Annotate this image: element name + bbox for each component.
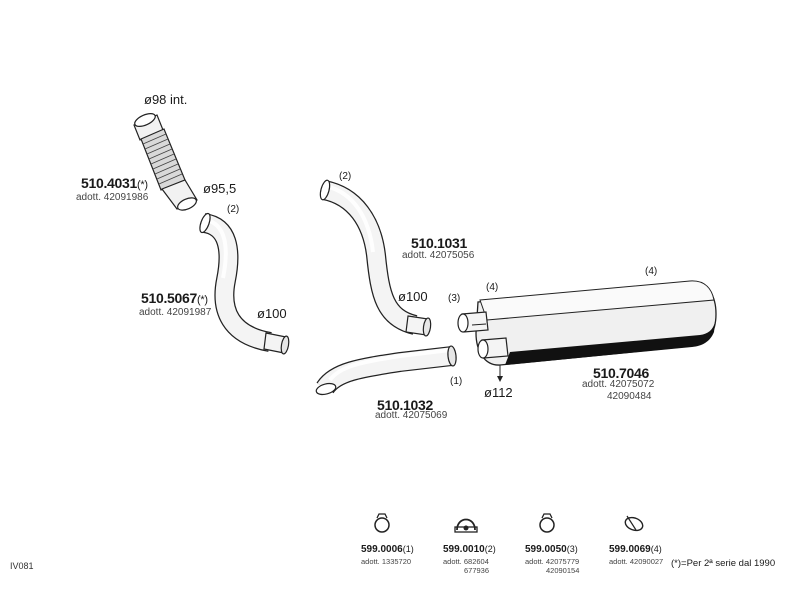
series-note: (*)=Per 2ª serie dal 1990: [671, 558, 776, 569]
clamp-part-number: 599.0050(3): [525, 545, 578, 555]
part-suffix: (2): [484, 544, 496, 554]
part-number-510-1031: 510.1031: [411, 235, 467, 251]
callout-label: (2): [339, 171, 352, 182]
muffler-510-7046-drawing: [457, 280, 717, 382]
part-number-510-7046: 510.7046: [593, 365, 649, 381]
part-reference: 42090484: [607, 391, 652, 402]
part-number: 599.0050: [525, 544, 567, 555]
part-reference: adott. 42075072: [582, 379, 655, 390]
part-number: 510.4031: [81, 175, 137, 191]
part-reference: adott. 1335720: [361, 557, 412, 566]
clamp-part-number: 599.0010(2): [443, 545, 496, 555]
clamp-part-number: 599.0006(1): [361, 545, 414, 555]
part-suffix: (4): [650, 544, 662, 554]
diagram-code: IV081: [10, 561, 34, 571]
part-reference: adott. 682604: [443, 557, 489, 566]
diameter-label: ø100: [398, 289, 428, 304]
part-reference: adott. 42075779: [525, 557, 580, 566]
part-suffix: (1): [402, 544, 414, 554]
part-suffix: (3): [566, 544, 578, 554]
flex-inner-diameter-label: ø98 int.: [144, 92, 188, 107]
flex-outer-diameter-label: ø95,5: [203, 181, 237, 196]
pipe-510-1032-drawing: [315, 345, 457, 396]
part-reference: adott. 42091987: [139, 307, 212, 318]
diameter-label: ø112: [484, 385, 513, 400]
pipe-510-1031-drawing: [319, 179, 432, 337]
part-reference: 677936: [464, 566, 490, 575]
part-reference: adott. 42075056: [402, 250, 475, 261]
callout-label: (3): [448, 293, 461, 304]
part-reference: 42090154: [546, 566, 580, 575]
part-suffix: (*): [197, 294, 208, 306]
part-number-510-1032: 510.1032: [377, 397, 433, 413]
pipe-510-5067-drawing: [199, 212, 290, 355]
ring-clamp-icon: [539, 513, 555, 533]
band-clamp-icon: [624, 515, 644, 532]
callout-label: (1): [450, 376, 463, 387]
u-bolt-clamp-icon: [454, 518, 478, 533]
part-reference: adott. 42091986: [76, 192, 149, 203]
part-number: 599.0006: [361, 544, 403, 555]
part-number-510-5067: 510.5067(*): [141, 291, 208, 306]
diameter-label: ø100: [257, 306, 287, 321]
part-number: 599.0069: [609, 544, 651, 555]
ring-clamp-icon: [374, 513, 390, 533]
clamp-part-number: 599.0069(4): [609, 545, 662, 555]
callout-label: (4): [645, 266, 658, 277]
callout-label: (4): [486, 282, 499, 293]
part-reference: adott. 42075069: [375, 410, 448, 421]
part-number: 599.0010: [443, 544, 485, 555]
part-number: 510.5067: [141, 290, 197, 306]
part-number-510-4031: 510.4031(*): [81, 176, 148, 191]
part-suffix: (*): [137, 179, 148, 191]
callout-label: (2): [227, 204, 240, 215]
part-reference: adott. 42090027: [609, 557, 664, 566]
flex-pipe-drawing: [133, 113, 198, 211]
